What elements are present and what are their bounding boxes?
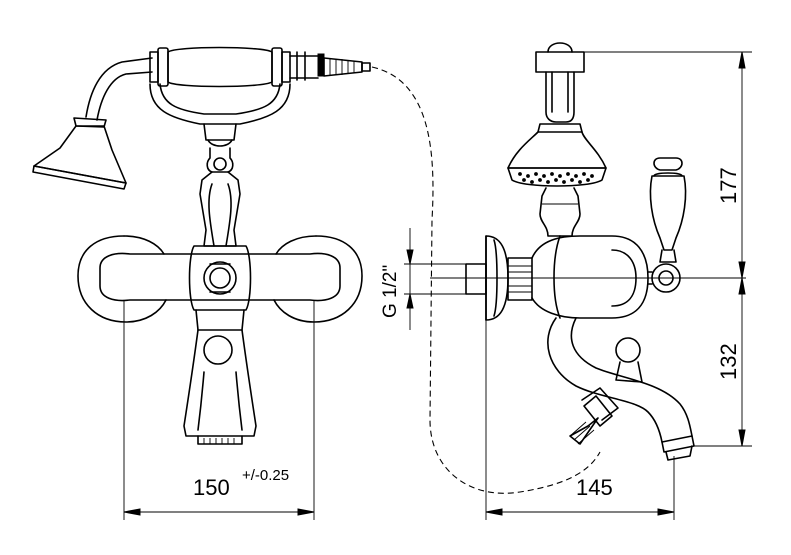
- vertical-dimensions: 177 132: [584, 51, 752, 447]
- side-depth-dimension: 145: [485, 320, 675, 520]
- side-inlet: [465, 257, 533, 301]
- upper-height-value: 177: [716, 167, 741, 204]
- handset-grip: [149, 46, 371, 88]
- side-depth-value: 145: [576, 475, 613, 500]
- shower-rose-holes: [518, 172, 594, 184]
- front-width-dimension: 150 +/-0.25: [123, 300, 315, 520]
- side-body: [531, 235, 649, 319]
- side-shower-rose: [507, 131, 607, 187]
- front-width-tolerance: +/-0.25: [242, 467, 289, 484]
- side-handle: [647, 157, 687, 293]
- front-spout: [183, 309, 257, 445]
- cradle-bracket: [149, 83, 291, 147]
- lower-height-value: 132: [716, 343, 741, 380]
- side-riser: [539, 187, 581, 237]
- mixer-body: [77, 235, 363, 323]
- side-spout: [547, 317, 695, 461]
- shower-arm: [85, 57, 153, 121]
- riser-column: [199, 147, 241, 247]
- front-view: 150 +/-0.25: [32, 46, 371, 520]
- thread-dimension: G 1/2": [380, 228, 466, 330]
- side-hook: [535, 42, 585, 133]
- front-width-value: 150: [193, 475, 230, 500]
- thread-value: G 1/2": [380, 265, 401, 318]
- hand-shower-head: [32, 117, 127, 190]
- hose-path: [371, 66, 601, 494]
- side-view: G 1/2" 145 177 132: [380, 42, 752, 520]
